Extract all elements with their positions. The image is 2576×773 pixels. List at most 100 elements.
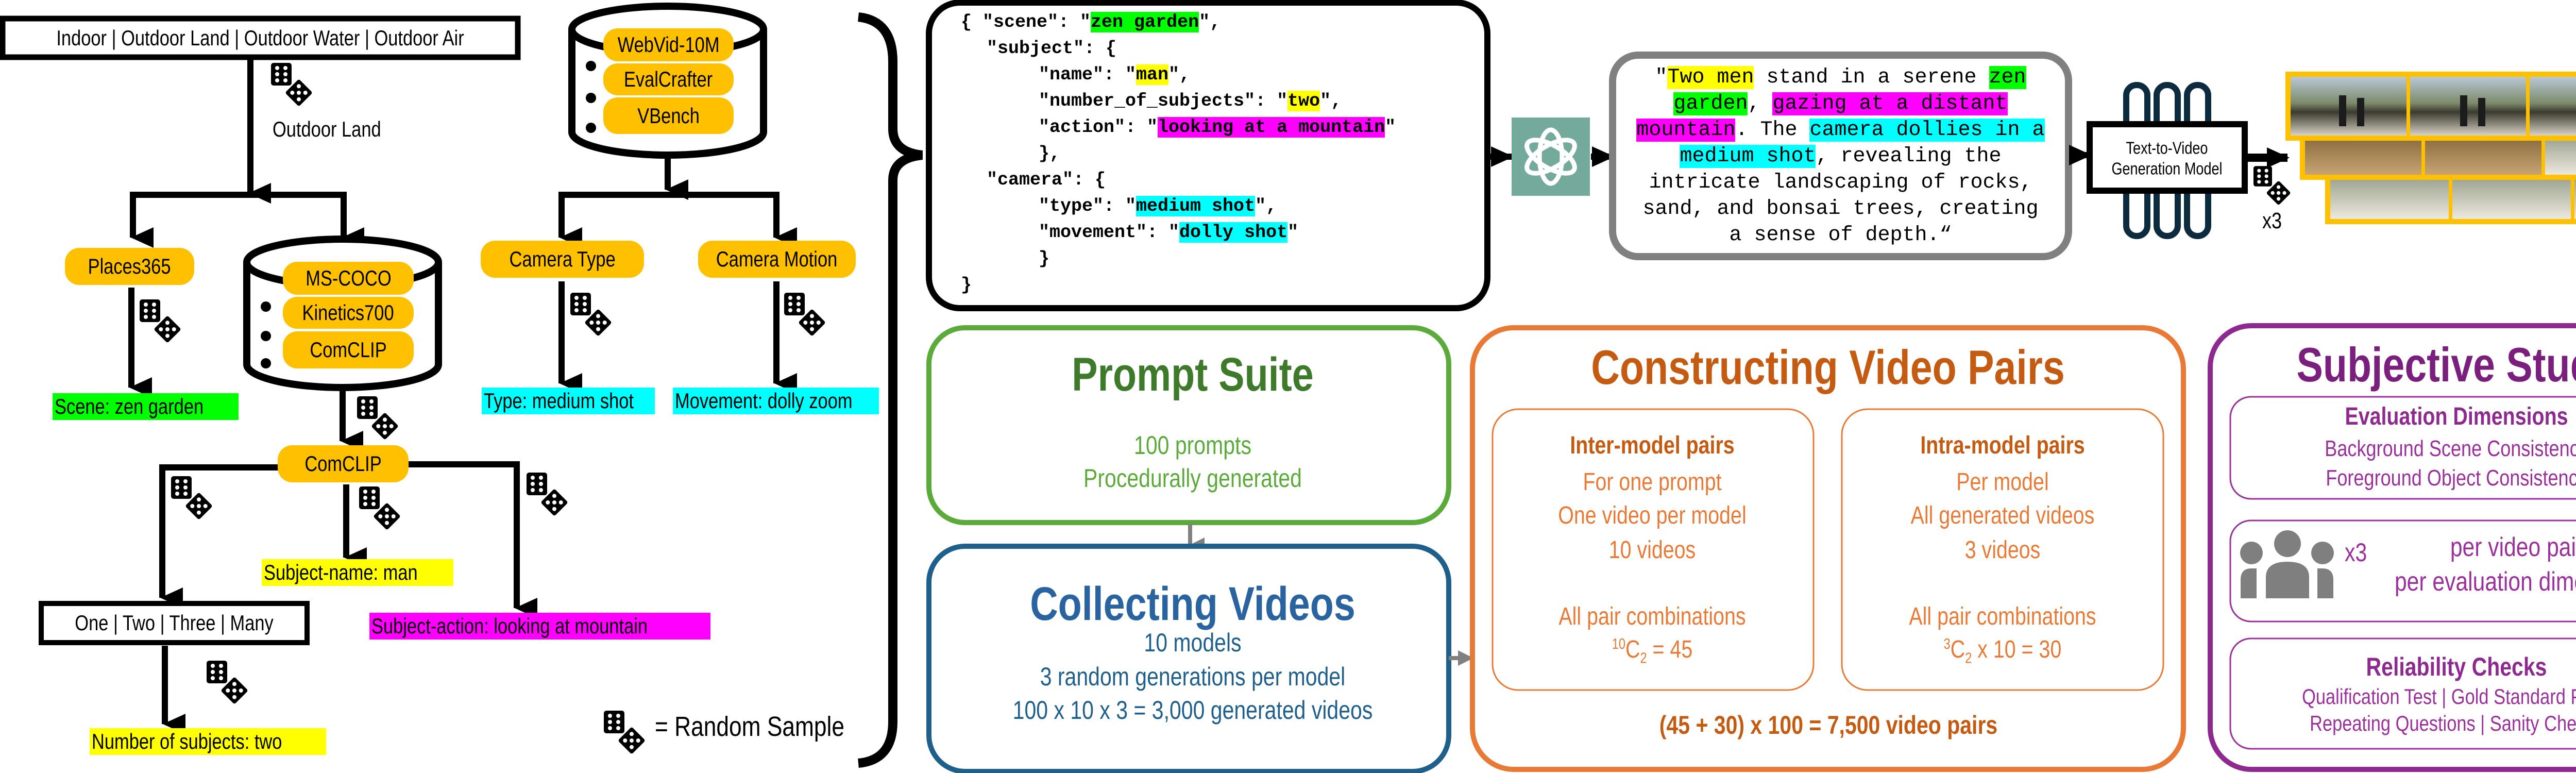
- json-line: }: [1039, 246, 1049, 272]
- category-options-box: [0, 15, 521, 60]
- code-token: "movement": ": [1039, 222, 1180, 243]
- subject-name-result: Subject-name: man: [262, 559, 454, 586]
- code-token: "name": ": [1039, 64, 1137, 85]
- camera-motion-node: Camera Motion: [698, 241, 856, 278]
- subject-action-result: Subject-action: looking at mountain: [369, 613, 710, 640]
- count-options-text: One | Two | Three | Many: [75, 611, 274, 635]
- legend-text: = Random Sample: [655, 711, 844, 742]
- source-webvid: WebVid-10M: [603, 28, 734, 61]
- intra-model-box: [1841, 408, 2164, 691]
- reliability-item: Qualification Test | Gold Standard Pairs: [2302, 684, 2576, 709]
- chatgpt-logo-icon: [1512, 117, 1590, 196]
- inter-model-title: Inter-model pairs: [1570, 432, 1735, 459]
- eval-dim-item: Background Scene Consistency: [2325, 436, 2576, 461]
- source-comclip: ComCLIP: [283, 331, 414, 368]
- camera-type-node: Camera Type: [481, 241, 644, 278]
- highlighted-phrase: mountain: [1636, 119, 1736, 142]
- inter-model-line: For one prompt: [1583, 468, 1722, 496]
- code-token: "number_of_subjects": ": [1039, 91, 1288, 111]
- code-token: }: [1039, 248, 1050, 269]
- code-token: }: [961, 275, 972, 295]
- prompt-token: sand, and bonsai trees, creating: [1642, 197, 2039, 221]
- total-pairs: (45 + 30) x 100 = 7,500 video pairs: [1659, 711, 1998, 740]
- prompt-line: medium shot, revealing the: [1613, 143, 2069, 170]
- camera-movement-result: Movement: dolly zoom: [673, 388, 879, 414]
- code-token: ": [1287, 222, 1299, 243]
- source-ms-coco: MS-COCO: [283, 262, 414, 295]
- source-kinetics700: Kinetics700: [283, 297, 414, 329]
- places365-source: Places365: [65, 248, 194, 285]
- prompt-token: a sense of depth.“: [1729, 224, 1952, 247]
- subjective-title: Subjective Study: [2296, 338, 2576, 392]
- code-token: },: [1039, 143, 1061, 164]
- intra-model-line: All pair combinations: [1909, 603, 2096, 630]
- code-token: ",: [1320, 91, 1342, 111]
- reliability-title: Reliability Checks: [2366, 652, 2547, 681]
- highlighted-value: dolly shot: [1179, 222, 1288, 243]
- highlighted-value: two: [1287, 91, 1320, 111]
- json-line: "number_of_subjects": "two",: [1039, 88, 1342, 114]
- json-line: }: [961, 272, 972, 298]
- highlighted-value: man: [1136, 64, 1169, 85]
- json-prompt-box: [926, 0, 1490, 311]
- generation-repeat-count: x3: [2262, 208, 2282, 233]
- intra-model-formula: 3C2 x 10 = 30: [1943, 635, 2062, 667]
- sampled-category-label: Outdoor Land: [273, 117, 381, 141]
- code-token: "action": ″: [1039, 117, 1158, 138]
- inter-model-line: One video per model: [1558, 502, 1747, 529]
- reliability-item: Repeating Questions | Sanity Checks: [2310, 711, 2576, 735]
- intra-model-line: 3 videos: [1964, 536, 2041, 564]
- highlighted-phrase: medium shot: [1680, 145, 1816, 168]
- t2v-model-label-1: Text-to-Video: [2126, 138, 2208, 158]
- dice-icon: [359, 486, 400, 530]
- prompt-line: mountain. The camera dollies in a: [1613, 117, 2069, 143]
- prompt-suite-line: 100 prompts: [1134, 431, 1251, 460]
- intra-model-line: Per model: [1956, 468, 2049, 496]
- code-token: ",: [1199, 12, 1221, 32]
- collecting-line: 10 models: [1144, 628, 1242, 657]
- intra-model-title: Intra-model pairs: [1920, 432, 2085, 459]
- dice-icon: [171, 476, 212, 519]
- json-line: { "scene": "zen garden",: [961, 9, 1221, 36]
- prompt-token: intricate landscaping of rocks,: [1649, 171, 2032, 194]
- source-evalcrafter: EvalCrafter: [603, 63, 734, 95]
- highlighted-phrase: zen: [1989, 66, 2026, 89]
- json-line: "action": ″looking at a mountain": [1039, 114, 1396, 141]
- dice-icon: [271, 63, 312, 106]
- inter-model-line: 10 videos: [1608, 536, 1696, 564]
- json-line: },: [1039, 141, 1060, 167]
- category-options-text: Indoor | Outdoor Land | Outdoor Water | …: [56, 26, 464, 50]
- highlighted-phrase: camera dollies in a: [1809, 119, 2045, 142]
- prompt-token: ": [1655, 66, 1668, 89]
- dice-icon: [2253, 166, 2291, 205]
- prompt-line: sand, and bonsai trees, creating: [1613, 196, 2069, 222]
- highlighted-value: looking at a mountain: [1158, 117, 1385, 138]
- scene-result: Scene: zen garden: [53, 393, 239, 420]
- code-token: ",: [1168, 64, 1191, 85]
- collecting-title: Collecting Videos: [1030, 578, 1355, 630]
- collecting-line: 3 random generations per model: [1040, 662, 1346, 691]
- prompt-suite-line: Procedurally generated: [1083, 464, 1302, 493]
- raters-count: x3: [2345, 538, 2367, 567]
- code-token: "type": ": [1039, 196, 1137, 216]
- people-icon: [2240, 530, 2334, 598]
- eval-dims-title: Evaluation Dimensions: [2345, 403, 2568, 430]
- curly-brace: [857, 12, 923, 768]
- json-line: "name": "man",: [1039, 62, 1190, 88]
- count-result: Number of subjects: two: [90, 728, 326, 755]
- eval-dims-box: [2229, 396, 2576, 500]
- video-row-1: [2285, 72, 2576, 141]
- prompt-suite-title: Prompt Suite: [1072, 348, 1314, 401]
- code-token: { "scene": ": [961, 12, 1091, 32]
- prompt-token: , revealing the: [1816, 145, 2002, 168]
- prompt-line: garden, gazing at a distant: [1613, 91, 2069, 117]
- json-line: "movement": "dolly shot": [1039, 220, 1298, 246]
- constructing-title: Constructing Video Pairs: [1591, 340, 2065, 394]
- prompt-token: . The: [1735, 119, 1810, 142]
- collecting-line: 100 x 10 x 3 = 3,000 generated videos: [1012, 696, 1373, 725]
- highlighted-value: medium shot: [1136, 196, 1256, 216]
- raters-line: per video pair: [2450, 532, 2576, 562]
- dice-icon: [784, 293, 825, 336]
- json-line: "type": "medium shot",: [1039, 193, 1277, 220]
